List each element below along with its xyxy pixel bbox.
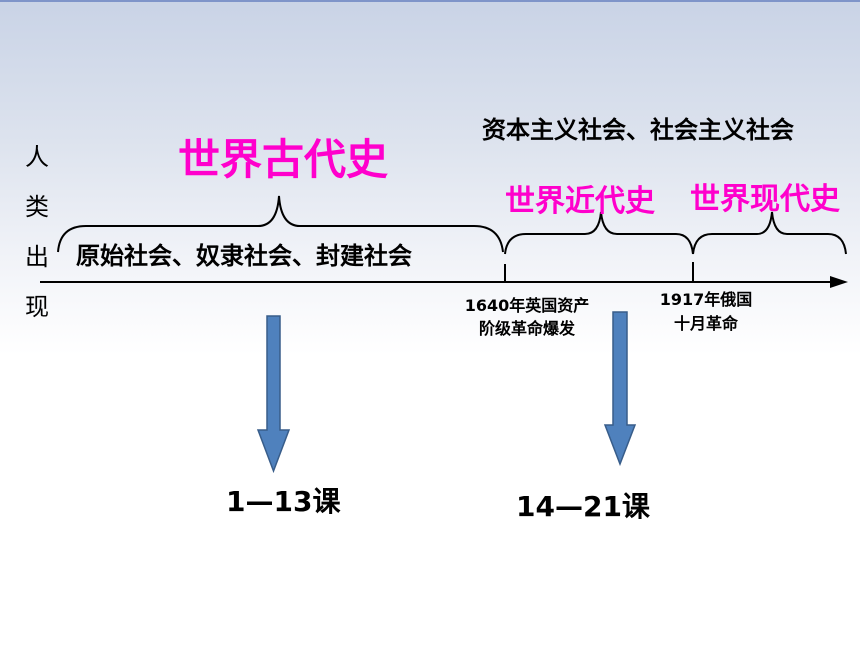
event-1640-line-2: 阶级革命爆发 (478, 319, 575, 338)
origin-char-3: 出 (25, 243, 49, 271)
origin-char-4: 现 (25, 293, 49, 321)
society-later-label: 资本主义社会、社会主义社会 (482, 116, 794, 144)
human-origin-label: 人 类 出 现 (22, 132, 52, 332)
event-1640-line-1: 1640年英国资产 (464, 296, 590, 315)
event-1640-label: 1640年英国资产 阶级革命爆发 (456, 294, 598, 340)
era-contemporary-title: 世界现代史 (690, 182, 840, 217)
lesson-range-modern: 14—21课 (516, 490, 650, 523)
era-modern-title: 世界近代史 (505, 184, 655, 219)
brace-modern (504, 211, 694, 255)
timeline-arrowhead (830, 276, 848, 288)
brace-contemporary (692, 211, 847, 255)
top-border (0, 0, 860, 2)
brace-ancient (57, 195, 504, 253)
down-arrow-ancient (256, 315, 291, 474)
event-1917-line-1: 1917年俄国 (659, 290, 753, 309)
origin-char-1: 人 (25, 143, 49, 171)
lesson-range-ancient: 1—13课 (226, 485, 341, 518)
event-1917-line-2: 十月革命 (673, 314, 738, 333)
origin-char-2: 类 (25, 193, 49, 221)
event-1917-label: 1917年俄国 十月革命 (648, 288, 764, 336)
down-arrow-modern (603, 311, 637, 467)
society-ancient-label: 原始社会、奴隶社会、封建社会 (76, 242, 412, 270)
era-ancient-title: 世界古代史 (178, 135, 389, 184)
